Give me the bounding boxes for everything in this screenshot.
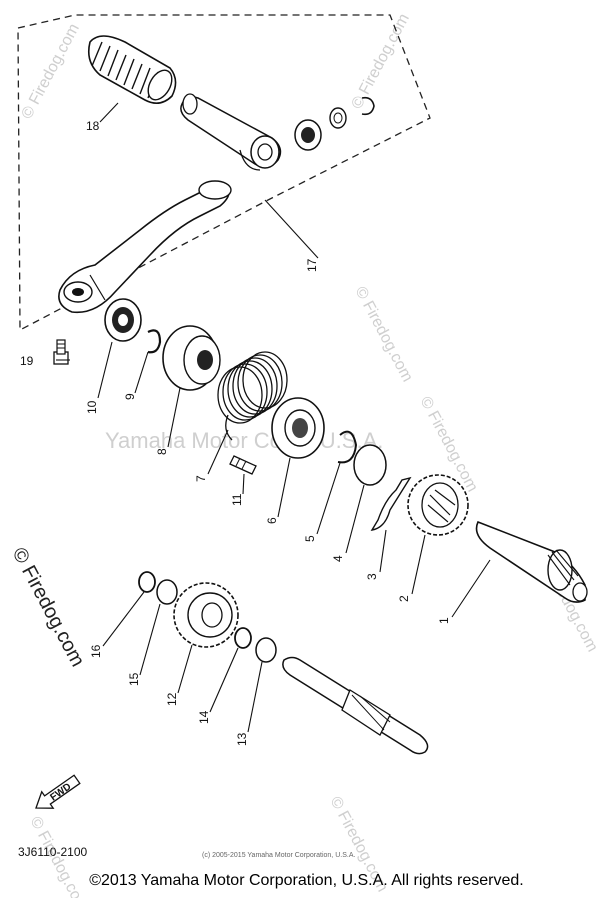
label-part-17: 17 (305, 258, 319, 272)
label-part-8: 8 (155, 448, 169, 455)
watermark-brand-dark: © Firedog.com (8, 544, 89, 670)
part-main-axle (282, 656, 429, 755)
footer-copyright: ©2013 Yamaha Motor Corporation, U.S.A. A… (89, 872, 524, 889)
label-part-6: 6 (265, 517, 279, 524)
watermark-company: Yamaha Motor Corp., U.S.A. (105, 428, 383, 453)
label-part-9: 9 (123, 393, 137, 400)
part-kick-crank-upper (180, 93, 282, 171)
diagram-code: 3J6110-2100 (18, 845, 87, 859)
label-part-11: 11 (230, 493, 244, 506)
part-circlip-2 (337, 430, 358, 464)
label-part-5: 5 (303, 535, 317, 542)
watermark-brand: © Firedog.com (19, 21, 83, 122)
label-part-1: 1 (437, 617, 451, 624)
assembly-boundary (17, 14, 431, 332)
label-part-19: 19 (20, 354, 34, 368)
part-number-labels: 1 2 3 4 5 6 7 8 9 10 11 12 13 14 15 16 1… (20, 119, 451, 746)
leader-lines (56, 102, 491, 733)
label-part-7: 7 (194, 475, 208, 482)
part-idle-gear (173, 582, 239, 648)
part-kick-grip (87, 35, 177, 104)
label-part-2: 2 (397, 595, 411, 602)
small-copyright: (c) 2005-2015 Yamaha Motor Corporation, … (202, 852, 355, 859)
label-part-3: 3 (365, 573, 379, 580)
part-washer (353, 444, 387, 486)
label-part-16: 16 (89, 644, 103, 658)
part-kick-axle (475, 520, 588, 603)
label-part-18: 18 (86, 119, 100, 133)
part-spring-cover (271, 397, 325, 459)
label-part-12: 12 (165, 692, 179, 706)
part-torsion-spring (217, 351, 288, 441)
label-part-10: 10 (85, 400, 99, 414)
part-circlip-3 (138, 571, 156, 593)
label-part-13: 13 (235, 732, 249, 746)
part-kick-gear (407, 474, 469, 536)
label-part-4: 4 (331, 555, 345, 562)
part-washer-3 (234, 627, 252, 649)
part-kick-lever (58, 180, 232, 314)
part-bolt (53, 339, 69, 365)
label-part-14: 14 (197, 710, 211, 724)
part-washer-2 (156, 579, 178, 605)
label-part-15: 15 (127, 672, 141, 686)
part-pin (229, 455, 257, 475)
watermark-brand: © Firedog.com (349, 11, 413, 112)
part-oil-seal (104, 298, 142, 342)
part-seal-washers (294, 96, 375, 151)
part-kick-clip (370, 476, 412, 531)
fwd-arrow: FWD (35, 774, 81, 809)
part-circlip (147, 329, 162, 354)
part-spring-guide (162, 325, 221, 391)
watermark-brand: © Firedog.com (351, 284, 415, 385)
part-washer-4 (255, 637, 277, 663)
